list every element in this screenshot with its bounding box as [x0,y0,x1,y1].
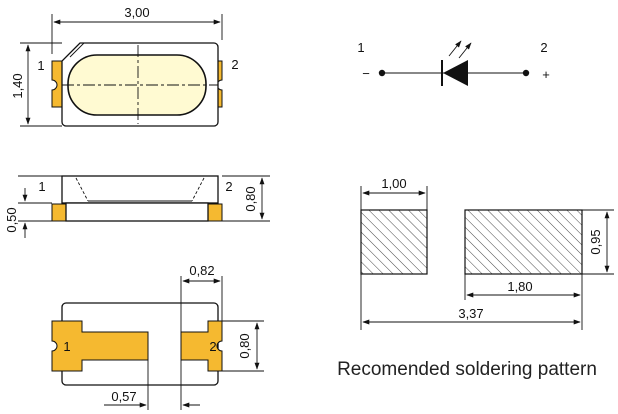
pattern-pad-right [464,209,583,275]
bottom-pin1-label: 1 [63,339,70,354]
pattern-pad-left [360,209,428,275]
side-pin2-label: 2 [225,179,232,194]
symbol-pin1-label: 1 [357,40,364,55]
diode-triangle [443,60,468,86]
bottom-view: 1 2 0,82 0,80 0,57 [51,263,264,410]
soldering-pattern: 1,00 0,95 1,80 3,37 Recomended soldering… [337,176,614,380]
symbol-terminal-2 [522,69,530,77]
bottom-pad-left [51,320,149,372]
symbol-plus-sign: + [542,67,550,82]
side-body-top [61,175,219,204]
bottom-neck-dim-label: 0,57 [111,389,136,404]
bottom-pad-height-dim-label: 0,80 [237,333,252,358]
top-width-dim-label: 3,00 [124,5,149,20]
top-pin2-label: 2 [231,57,238,72]
led-symbol: 1 2 − + [357,40,550,86]
side-body-base [65,202,209,222]
bottom-pin2-label: 2 [209,339,216,354]
side-pad-left [51,203,67,222]
side-total-height-dim-label: 0,80 [243,186,258,211]
top-height-dim-label: 1,40 [10,73,25,98]
bottom-gap-dim-label: 0,82 [189,263,214,278]
top-pin1-label: 1 [37,58,44,73]
symbol-pin2-label: 2 [540,40,547,55]
pattern-total-dim-label: 3,37 [458,306,483,321]
side-pin1-label: 1 [38,179,45,194]
pattern-right-pad-dim-label: 1,80 [507,279,532,294]
pattern-caption: Recomended soldering pattern [337,359,597,380]
side-view: 0,50 0,80 1 2 [4,175,270,238]
symbol-terminal-1 [378,69,386,77]
pattern-pad-width-dim-label: 1,00 [381,176,406,191]
side-base-height-dim-label: 0,50 [4,207,19,232]
bottom-pad-right [180,320,223,372]
side-pad-right [207,203,223,222]
pattern-pad-height-dim-label: 0,95 [588,229,603,254]
top-view: 3,00 1,40 1 2 [10,5,239,127]
symbol-minus-sign: − [362,66,370,81]
